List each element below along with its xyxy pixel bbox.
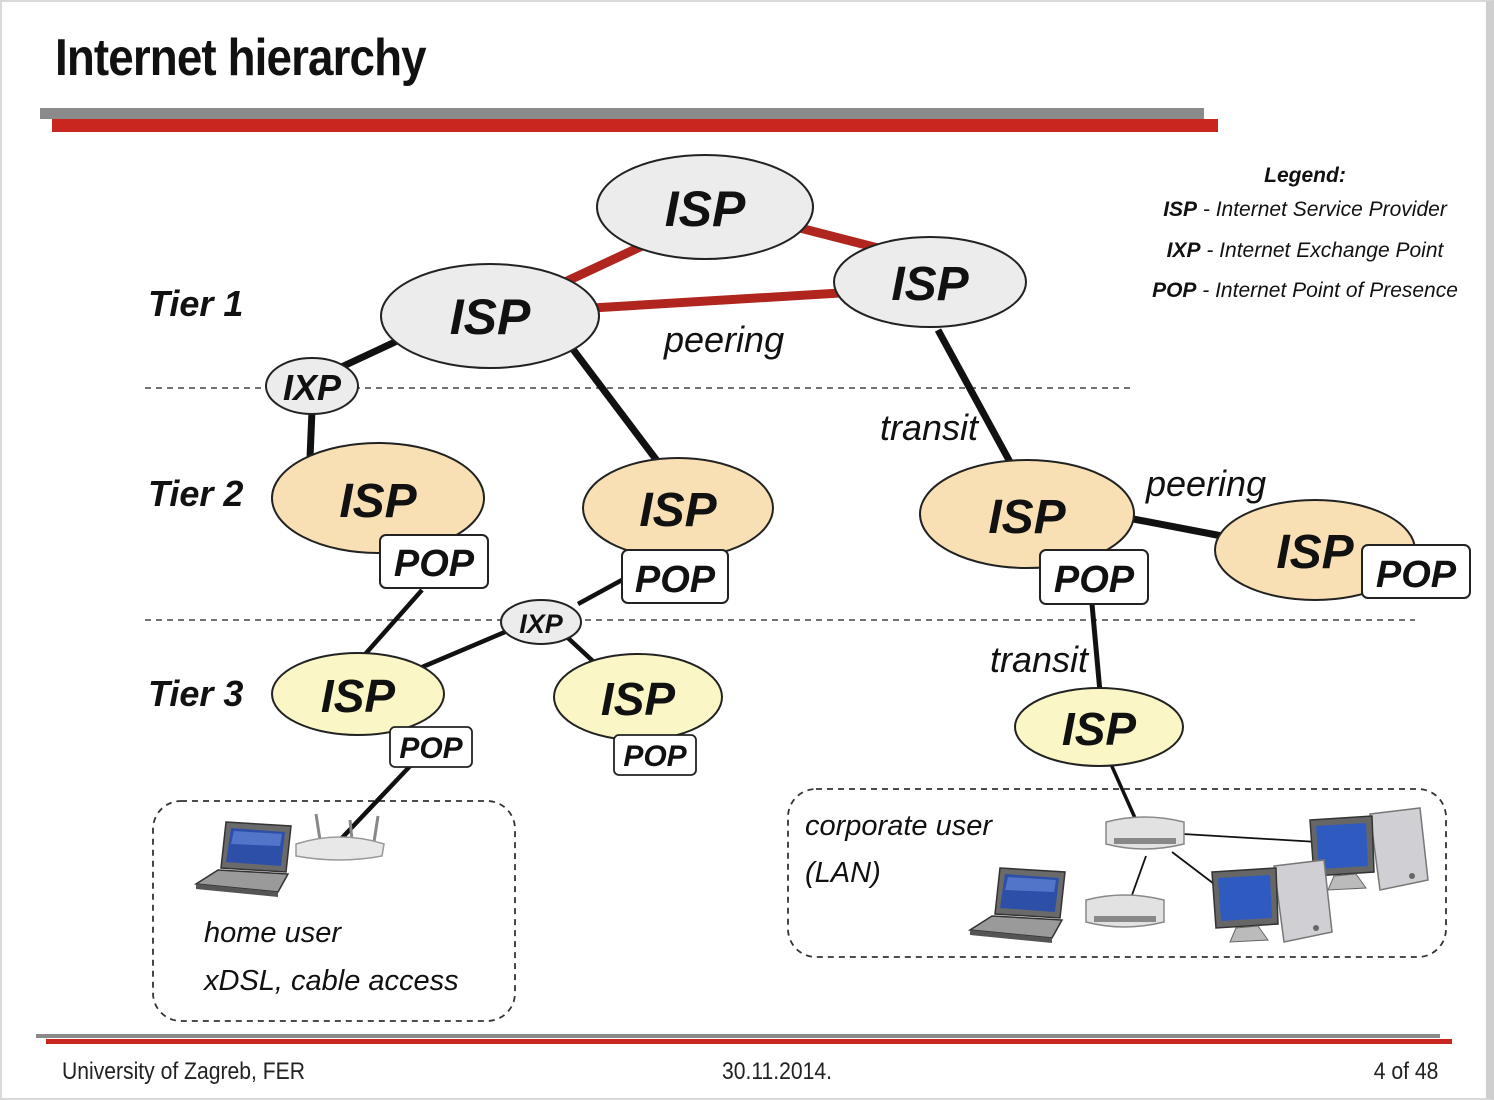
legend-entry-ixp: IXP - Internet Exchange Point	[1167, 239, 1445, 262]
corporate-user-label: corporate user	[805, 810, 993, 842]
isp-tier1-top: ISP	[596, 154, 814, 260]
isp-label: ISP	[321, 670, 395, 722]
laptop-icon	[193, 821, 292, 897]
isp-label: ISP	[665, 181, 746, 237]
desktop-computer-icon	[1211, 859, 1333, 943]
ixp-label: IXP	[283, 367, 342, 408]
footer-rule-gray	[36, 1034, 1440, 1038]
pop-box	[1361, 544, 1471, 599]
slide-title: Internet hierarchy	[55, 29, 427, 87]
ixp-label: IXP	[519, 609, 564, 639]
home-access-label: xDSL, cable access	[202, 965, 459, 997]
link-ixp-tier2	[306, 409, 316, 459]
isp-label: ISP	[1062, 703, 1136, 755]
title-underline-gray	[40, 108, 1204, 119]
ixp-tier1: IXP	[265, 357, 359, 415]
transit-label-tier1: transit	[880, 407, 980, 448]
lan-cable-1	[1182, 833, 1319, 843]
isp-label: ISP	[639, 484, 717, 537]
peering-link-top-right	[798, 223, 880, 253]
isp-label: ISP	[1276, 526, 1354, 579]
isp-tier2-left: ISP POP	[271, 442, 489, 589]
transit-label-tier2: transit	[990, 639, 1090, 680]
isp-tier1-right: ISP	[833, 236, 1027, 328]
desktop-computer-icon	[1309, 807, 1429, 891]
home-user-box	[152, 800, 516, 1022]
pop-label: POP	[1054, 559, 1135, 601]
corporate-lan-label: (LAN)	[805, 857, 881, 889]
pop-label: POP	[623, 740, 687, 773]
footer-date: 30.11.2014.	[722, 1058, 833, 1085]
tier2-label: Tier 2	[148, 473, 243, 514]
pop-box	[389, 726, 473, 768]
isp-label: ISP	[450, 289, 531, 345]
pop-box	[621, 549, 729, 604]
pop-box	[613, 734, 697, 776]
link-isp-corporate-switch	[1108, 761, 1137, 819]
link-ixp-tier3-center	[566, 636, 598, 666]
peering-link-tier2	[1127, 514, 1223, 540]
home-user-label: home user	[204, 917, 342, 949]
wireless-router-icon	[295, 813, 385, 861]
legend-heading: Legend:	[1264, 164, 1346, 187]
pop-label: POP	[394, 543, 475, 585]
pop-label: POP	[1376, 554, 1457, 596]
link-tier1-tier2-center	[569, 345, 661, 465]
footer-institution: University of Zagreb, FER	[62, 1058, 305, 1085]
pop-box	[1039, 549, 1149, 605]
title-underline-red	[52, 119, 1218, 132]
transit-link-tier1-tier2	[934, 328, 1014, 464]
isp-tier1-left: ISP	[380, 263, 600, 369]
footer-rule-red	[46, 1039, 1452, 1044]
isp-label: ISP	[891, 258, 969, 311]
isp-label: ISP	[601, 673, 675, 725]
isp-tier3-left: ISP POP	[271, 652, 473, 768]
network-switch-icon	[1085, 894, 1165, 928]
peering-label-tier2: peering	[1145, 463, 1266, 504]
legend-entry-isp: ISP - Internet Service Provider	[1163, 198, 1448, 221]
peering-link-middle	[591, 288, 841, 313]
laptop-icon	[967, 867, 1066, 943]
pop-box	[379, 534, 489, 589]
footer-page-number: 4 of 48	[1373, 1058, 1438, 1085]
isp-tier2-center: ISP POP	[582, 457, 774, 604]
isp-tier2-far-right: ISP POP	[1214, 499, 1471, 601]
isp-tier3-right: ISP	[1014, 687, 1184, 767]
peering-label-tier1: peering	[663, 319, 784, 360]
pop-label: POP	[635, 559, 716, 601]
link-ixp-tier3-left	[419, 629, 506, 671]
corporate-user-box	[787, 788, 1447, 958]
isp-label: ISP	[988, 491, 1066, 544]
pop-label: POP	[399, 732, 463, 765]
ixp-tier3: IXP	[500, 599, 582, 645]
legend: Legend: ISP - Internet Service Provider …	[1152, 164, 1458, 302]
tier3-label: Tier 3	[148, 673, 243, 714]
link-pop-tier3-left	[358, 588, 424, 662]
network-switch-icon	[1105, 816, 1185, 850]
legend-entry-pop: POP - Internet Point of Presence	[1152, 279, 1458, 302]
isp-tier3-center: ISP POP	[553, 653, 723, 776]
isp-label: ISP	[339, 475, 417, 528]
tier1-label: Tier 1	[148, 283, 243, 324]
isp-tier2-right: ISP POP	[919, 459, 1149, 605]
transit-link-tier2-tier3	[1089, 603, 1103, 693]
link-pop-ixp	[576, 578, 624, 606]
lan-cable-3	[1131, 855, 1147, 896]
